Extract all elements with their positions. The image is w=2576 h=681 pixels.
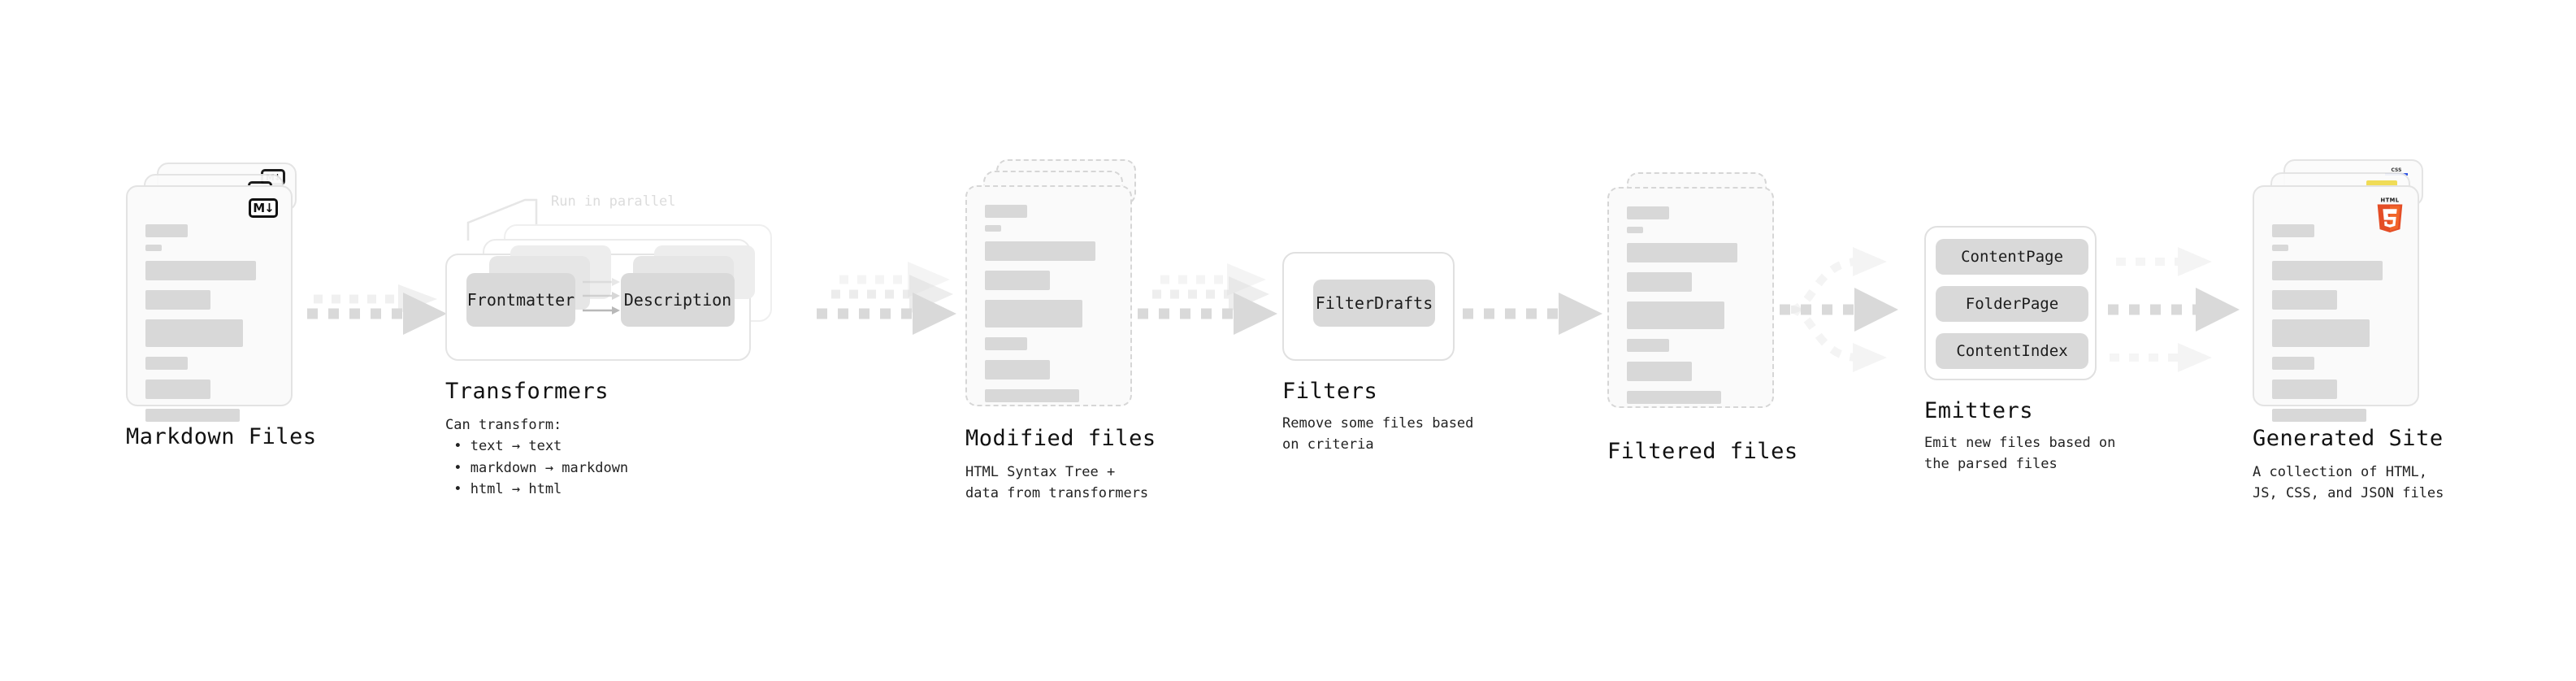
connector-transformers-to-modified: [817, 257, 971, 354]
card-front: [965, 185, 1132, 406]
stage-title-emitters: Emitters: [1924, 398, 2034, 423]
markdown-file-stack: M↓ M↓ M↓: [126, 163, 305, 422]
connector-modified-to-filters: [1138, 257, 1292, 354]
markdown-icon: M↓: [249, 198, 278, 218]
card-front: HTML: [2253, 185, 2419, 422]
stage-title-modified-files: Modified files: [965, 426, 1156, 451]
card-content-lines: [145, 224, 273, 429]
stage-filtered-files: Filtered files: [1607, 172, 1798, 464]
svg-text:HTML: HTML: [2381, 197, 2400, 204]
pill-description[interactable]: Description: [621, 273, 735, 327]
stage-generated-site: CSS HTML: [2253, 159, 2444, 501]
stage-title-generated-site: Generated Site: [2253, 426, 2444, 451]
stage-title-filters: Filters: [1282, 379, 1378, 404]
pill-filterdrafts[interactable]: FilterDrafts: [1313, 280, 1435, 327]
pill-folderpage[interactable]: FolderPage: [1936, 286, 2088, 322]
stage-caption-modified-files: HTML Syntax Tree + data from transformer…: [965, 464, 1149, 502]
stage-caption-emitters: Emit new files based on the parsed files: [1924, 435, 2116, 473]
transformer-internal-arrows: [583, 278, 620, 314]
stage-caption-generated-site: A collection of HTML, JS, CSS, and JSON …: [2253, 464, 2444, 502]
card-content-lines: [985, 205, 1112, 410]
stage-caption-filters: Remove some files based on criteria: [1282, 415, 1474, 453]
html5-icon: HTML: [2377, 197, 2403, 232]
stage-caption-transformers: Can transform: • text → text • markdown …: [445, 417, 629, 498]
stage-title-filtered-files: Filtered files: [1607, 439, 1798, 464]
connector-emitters-to-site: [2108, 226, 2270, 393]
stage-markdown-files: M↓ M↓ M↓ Markdown Files: [126, 163, 316, 449]
stage-modified-files: Modified files HTML Syntax Tree + data f…: [965, 159, 1156, 501]
card-content-lines: [1627, 206, 1754, 411]
generated-site-file-stack: CSS HTML: [2253, 159, 2439, 422]
transformer-box-front: Frontmatter Description: [445, 245, 755, 361]
run-in-parallel-bracket: [466, 198, 538, 241]
emitters-box: ContentPage FolderPage ContentIndex: [1924, 226, 2097, 380]
modified-file-stack: [965, 159, 1144, 406]
run-in-parallel-label: Run in parallel: [551, 193, 676, 210]
filtered-file-stack: [1607, 172, 1786, 416]
svg-text:CSS: CSS: [2392, 167, 2402, 173]
card-front: M↓: [126, 185, 293, 422]
stage-title-transformers: Transformers: [445, 379, 609, 404]
connector-filters-to-filtered: [1463, 268, 1617, 349]
pill-contentindex[interactable]: ContentIndex: [1936, 333, 2088, 369]
card-content-lines: [2272, 224, 2400, 429]
connector-filtered-to-emitters: [1780, 226, 1942, 393]
filters-box: FilterDrafts: [1282, 252, 1455, 361]
stage-title-markdown-files: Markdown Files: [126, 424, 317, 449]
pill-frontmatter[interactable]: Frontmatter: [466, 273, 575, 327]
connector-md-to-transformers: [307, 268, 462, 349]
pill-contentpage[interactable]: ContentPage: [1936, 239, 2088, 275]
card-front: [1607, 187, 1774, 408]
